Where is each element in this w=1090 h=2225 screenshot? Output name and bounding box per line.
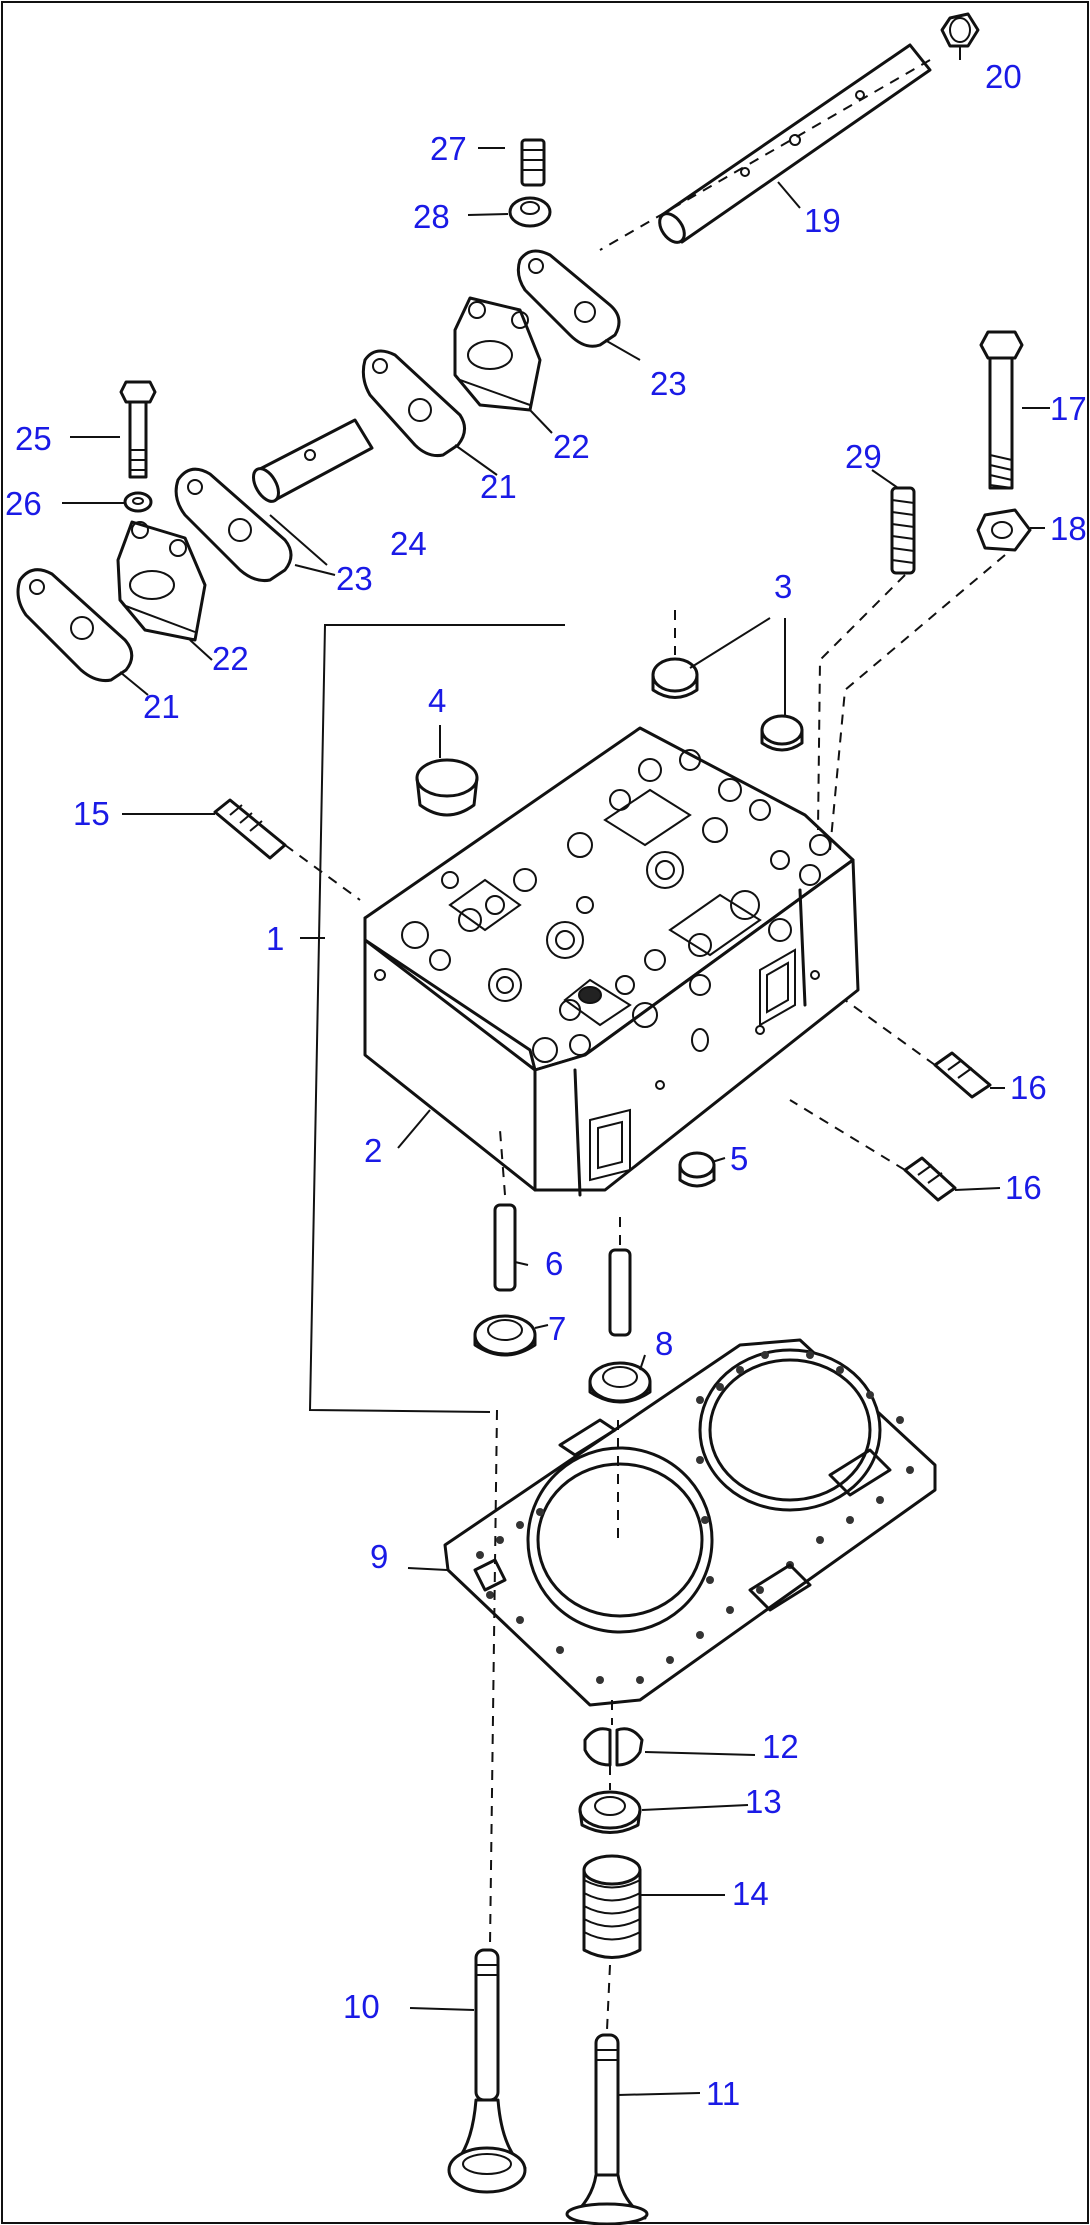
- shaft-end-nut: [940, 12, 980, 48]
- callout-24: 24: [390, 525, 427, 562]
- callout-labels: 1 2 3 4 5 6 7 8 9 10 11 12 13 14 15 16 1…: [5, 58, 1087, 2112]
- rocker-arm-middle: [361, 349, 466, 457]
- callout-8: 8: [655, 1325, 673, 1362]
- callout-22-left: 22: [212, 640, 249, 677]
- callout-4: 4: [428, 682, 446, 719]
- cup-plug: [678, 1151, 716, 1188]
- assembly-bracket-line: [308, 624, 565, 1413]
- head-gasket: [443, 1338, 937, 1707]
- pipe-plug-lower: [903, 1156, 957, 1202]
- rocker-shaft-sleeve: [252, 418, 374, 503]
- callout-11: 11: [706, 2075, 740, 2112]
- rocker-shaft: [658, 43, 932, 244]
- callout-7: 7: [548, 1310, 566, 1347]
- plug-top-b: [760, 714, 804, 752]
- valve-guide-left: [493, 1203, 517, 1292]
- valve-seat-insert-intake: [588, 1361, 652, 1404]
- expansion-plug: [415, 758, 479, 817]
- callout-16-upper: 16: [1010, 1069, 1047, 1106]
- rocker-bracket-left: [116, 520, 207, 642]
- head-bolt-washer: [976, 508, 1032, 552]
- exhaust-valve: [447, 1948, 527, 2194]
- plug-top-a: [651, 657, 699, 699]
- short-stud: [213, 798, 287, 860]
- callout-5: 5: [730, 1140, 748, 1177]
- bracket-bolt: [119, 380, 157, 479]
- rocker-arm-left-a: [174, 467, 293, 582]
- callout-14: 14: [732, 1875, 769, 1912]
- callout-25: 25: [15, 420, 52, 457]
- callout-10: 10: [343, 1988, 380, 2025]
- callout-23-left: 23: [336, 560, 373, 597]
- rocker-bracket-upper: [453, 296, 542, 412]
- callout-2: 2: [364, 1132, 382, 1169]
- head-bolt: [979, 330, 1024, 490]
- valve-seat-insert-exhaust: [473, 1314, 537, 1357]
- callout-27: 27: [430, 130, 467, 167]
- bracket-washer: [123, 491, 153, 513]
- rocker-arm-upper: [516, 249, 621, 348]
- callout-29: 29: [845, 438, 882, 475]
- callout-20: 20: [985, 58, 1022, 95]
- pipe-plug-upper: [933, 1051, 992, 1099]
- callout-21-right: 21: [480, 468, 517, 505]
- callout-12: 12: [762, 1728, 799, 1765]
- adjusting-screw: [520, 138, 546, 187]
- lock-nut: [508, 196, 552, 228]
- rocker-arm-left-b: [16, 568, 134, 682]
- callout-26: 26: [5, 485, 42, 522]
- spring-retainer: [578, 1790, 642, 1834]
- callout-28: 28: [413, 198, 450, 235]
- callout-21-left: 21: [143, 688, 180, 725]
- callout-leaders: [62, 46, 1050, 2096]
- callout-3: 3: [774, 568, 792, 605]
- callout-6: 6: [545, 1245, 563, 1282]
- stud: [890, 486, 916, 575]
- callout-16-lower: 16: [1005, 1169, 1042, 1206]
- valve-guide-right: [608, 1248, 632, 1337]
- callout-17: 17: [1050, 390, 1087, 427]
- intake-valve: [565, 2033, 649, 2225]
- callout-19: 19: [804, 202, 841, 239]
- callout-13: 13: [745, 1783, 782, 1820]
- cylinder-head: [363, 726, 860, 1197]
- callout-23-right: 23: [650, 365, 687, 402]
- callout-15: 15: [73, 795, 110, 832]
- callout-9: 9: [370, 1538, 388, 1575]
- valve-spring: [582, 1854, 642, 1959]
- center-lines: [284, 59, 1006, 2031]
- valve-cotter: [583, 1727, 644, 1767]
- callout-18: 18: [1050, 510, 1087, 547]
- callout-1: 1: [266, 920, 284, 957]
- callout-22-right: 22: [553, 428, 590, 465]
